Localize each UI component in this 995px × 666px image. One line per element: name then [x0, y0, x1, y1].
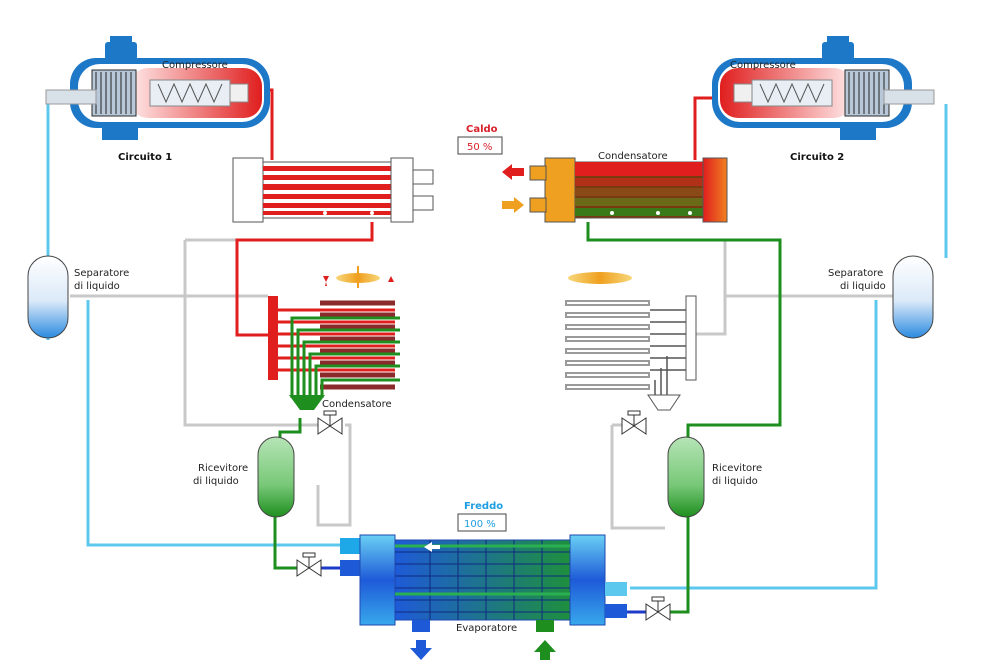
receiver-left-label-2: di liquido	[193, 476, 239, 487]
expansion-valve-right-top-icon	[621, 410, 647, 435]
evaporator-label: Evaporatore	[456, 623, 517, 634]
hot-status: Caldo 50 %	[457, 124, 503, 155]
expansion-valve-left-bottom-icon	[296, 552, 322, 577]
cold-value: 100 %	[464, 519, 496, 530]
heat-exchanger-left	[232, 157, 434, 223]
compressor-left-label: Compressore	[162, 60, 228, 71]
expansion-valve-right-bottom-icon	[645, 596, 671, 621]
separator-left-label-2: di liquido	[74, 281, 120, 292]
liquid-receiver-left: Ricevitore di liquido	[193, 436, 295, 518]
compressor-right: Compressore Circuito 2	[712, 36, 935, 163]
suction-lines	[46, 104, 948, 590]
hot-value: 50 %	[467, 142, 492, 153]
liquid-receiver-right: Ricevitore di liquido	[667, 436, 762, 518]
air-in-arrow-icon	[502, 197, 524, 213]
separator-right-label-1: Separatore	[828, 268, 883, 279]
compressor-left: Compressore Circuito 1	[45, 36, 270, 163]
gas-lines	[70, 238, 900, 530]
water-in-arrow-icon	[534, 640, 556, 660]
condenser-top-right-label: Condensatore	[598, 151, 668, 162]
heat-rise-arrows-icon	[323, 276, 394, 286]
liquid-separator-right: Separatore di liquido	[828, 255, 934, 339]
water-out-arrow-icon	[410, 640, 432, 660]
cold-title: Freddo	[464, 501, 503, 512]
receiver-left-label-1: Ricevitore	[198, 463, 248, 474]
evaporator: Evaporatore	[340, 534, 627, 634]
circuit-1-label: Circuito 1	[118, 152, 172, 163]
fan-left-icon	[336, 266, 380, 288]
separator-right-label-2: di liquido	[840, 281, 886, 292]
hot-title: Caldo	[466, 124, 498, 135]
condenser-top-right: Condensatore	[529, 151, 728, 223]
expansion-valve-left-top-icon	[317, 410, 343, 435]
circuit-2-label: Circuito 2	[790, 152, 844, 163]
compressor-right-label: Compressore	[730, 60, 796, 71]
air-out-arrow-icon	[502, 164, 524, 180]
cold-status: Freddo 100 %	[457, 501, 507, 532]
receiver-right-label-1: Ricevitore	[712, 463, 762, 474]
separator-left-label-1: Separatore	[74, 268, 129, 279]
condenser-coil-right	[565, 272, 697, 411]
receiver-right-label-2: di liquido	[712, 476, 758, 487]
liquid-separator-left: Separatore di liquido	[27, 255, 129, 339]
fan-right-icon	[568, 272, 632, 284]
condenser-mid-left-label: Condensatore	[322, 399, 392, 410]
condenser-coil-left: Condensatore	[268, 266, 400, 410]
